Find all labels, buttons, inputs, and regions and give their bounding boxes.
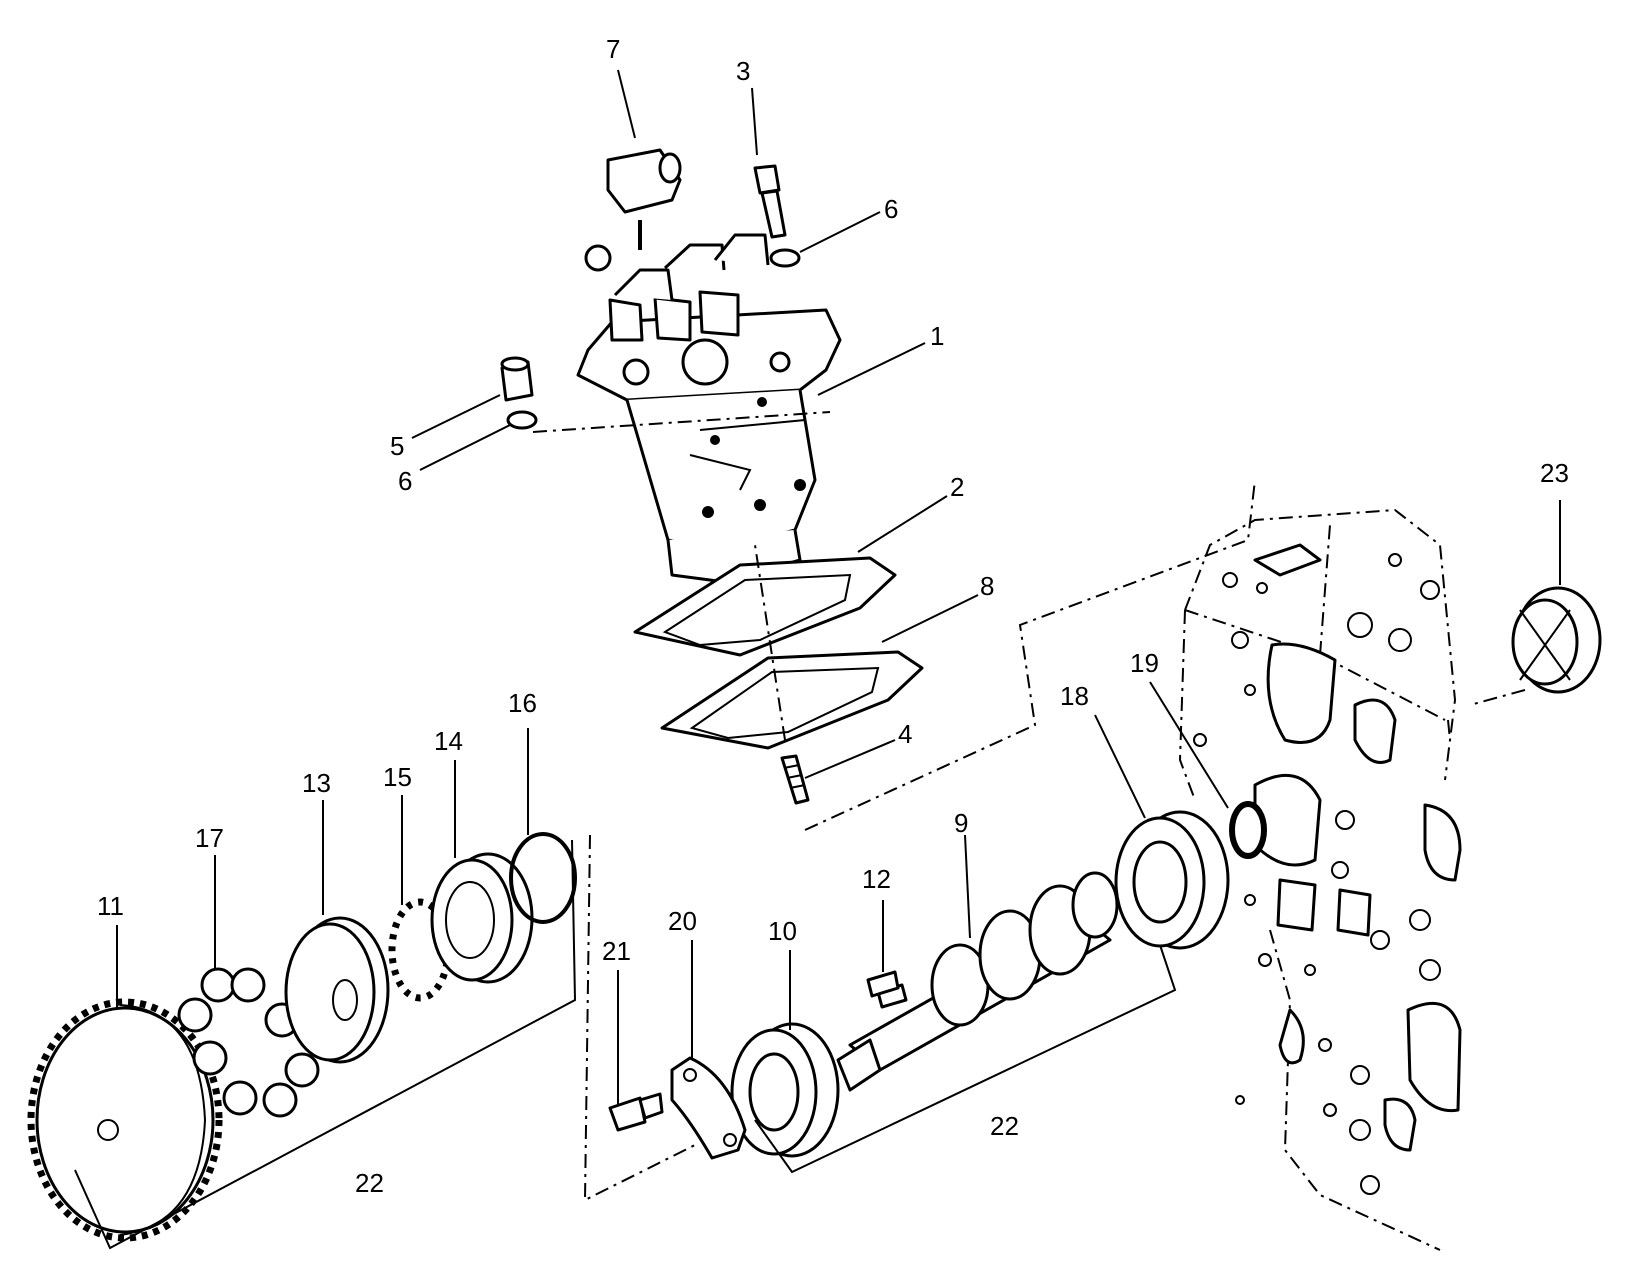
- part-13-plate: [284, 916, 390, 1064]
- part-7-cap: [606, 148, 682, 250]
- callout-22-left: 22: [355, 1168, 384, 1198]
- part-2-gasket: [633, 556, 897, 657]
- callout-4: 4: [898, 719, 912, 749]
- callout-21: 21: [602, 936, 631, 966]
- part-16-snap-ring: [509, 832, 577, 924]
- part-17-rollers: [177, 967, 320, 1118]
- part-5-sleeve: [500, 356, 534, 402]
- callout-17: 17: [195, 823, 224, 853]
- callout-16: 16: [508, 688, 537, 718]
- callout-23: 23: [1540, 458, 1569, 488]
- injection-pump: [576, 233, 842, 584]
- part-12-key: [866, 970, 900, 998]
- part-6-washer-left: [506, 410, 538, 430]
- callout-12: 12: [862, 864, 891, 894]
- part-3-bolt: [753, 164, 787, 239]
- callout-5: 5: [390, 431, 404, 461]
- part-9-camshaft: [836, 871, 1119, 1092]
- part-8-gasket: [660, 650, 924, 750]
- callout-8: 8: [980, 571, 994, 601]
- callout-13: 13: [302, 768, 331, 798]
- callout-14: 14: [434, 726, 463, 756]
- part-6-washer-top: [769, 248, 801, 268]
- leader-lines: [116, 69, 1561, 1104]
- part-23-seal: [1511, 586, 1602, 694]
- part-20-retainer: [670, 1056, 747, 1160]
- callout-19: 19: [1130, 648, 1159, 678]
- engine-housing: [1178, 508, 1462, 1251]
- callout-15: 15: [383, 762, 412, 792]
- callout-numbers: 1 2 3 4 5 6 6 7 8 9 10 11 12 13 14 15 16…: [97, 34, 1569, 1198]
- assembly-lines: [74, 411, 1526, 1250]
- callout-1: 1: [930, 321, 944, 351]
- part-21-screw: [608, 1092, 664, 1132]
- part-10-bearing: [730, 1022, 840, 1158]
- part-4-stud: [780, 754, 810, 805]
- callout-3: 3: [736, 56, 750, 86]
- callout-9: 9: [954, 808, 968, 838]
- callout-6-top: 6: [884, 194, 898, 224]
- callout-22-right: 22: [990, 1111, 1019, 1141]
- part-19-ring: [1229, 801, 1267, 859]
- callout-10: 10: [768, 916, 797, 946]
- callout-20: 20: [668, 906, 697, 936]
- callout-11: 11: [97, 891, 124, 921]
- part-18-bearing: [1114, 810, 1230, 950]
- callout-2: 2: [950, 472, 964, 502]
- callout-18: 18: [1060, 681, 1089, 711]
- callout-7: 7: [606, 34, 620, 64]
- callout-6-left: 6: [398, 466, 412, 496]
- part-11-gear: [27, 998, 223, 1242]
- part-14-bearing: [430, 852, 534, 984]
